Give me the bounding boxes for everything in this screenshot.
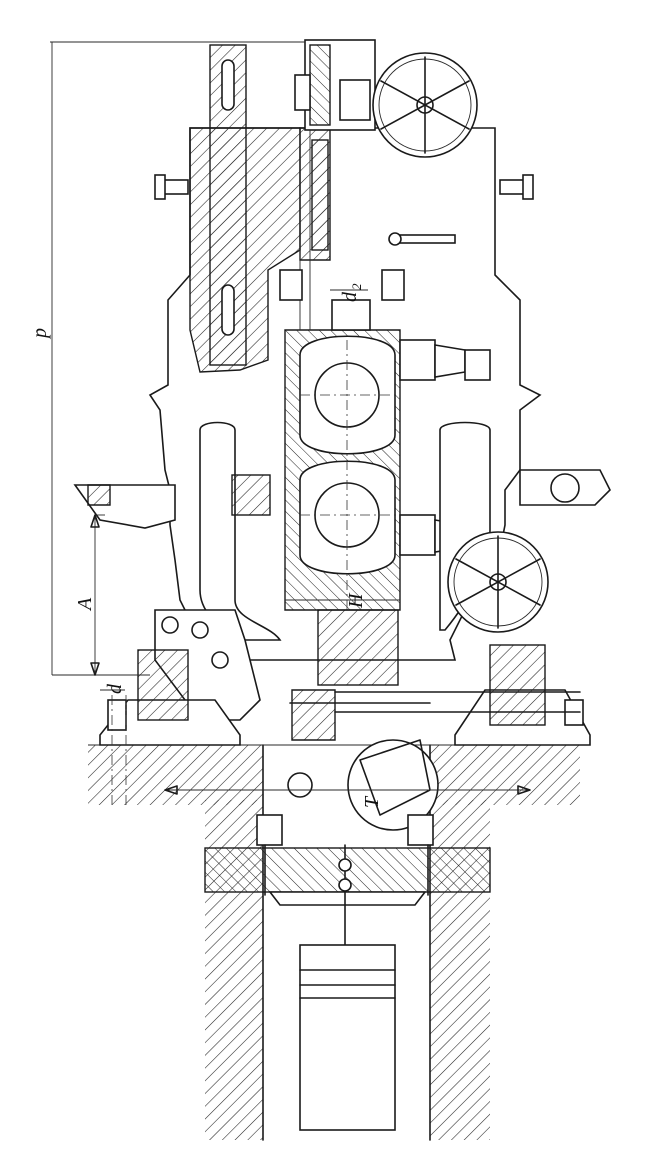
dimension-lines [50,41,531,805]
top-column [154,39,534,366]
dimension-label-d: d [104,683,126,694]
dimension-label-p: p [29,328,51,340]
counterweight [299,944,396,1131]
dimension-label-a: A [74,597,96,612]
lower-mechanism [256,702,439,946]
lower-handwheel [447,531,549,633]
dimension-label-h: H [345,592,367,609]
dimension-label-d2-subscript: 2 [349,283,364,290]
dimension-label-d2: d [339,291,361,302]
right-bracket [334,469,611,746]
upper-handwheel [372,52,478,158]
dimension-label-t: T [361,795,383,808]
left-bracket [73,484,261,746]
